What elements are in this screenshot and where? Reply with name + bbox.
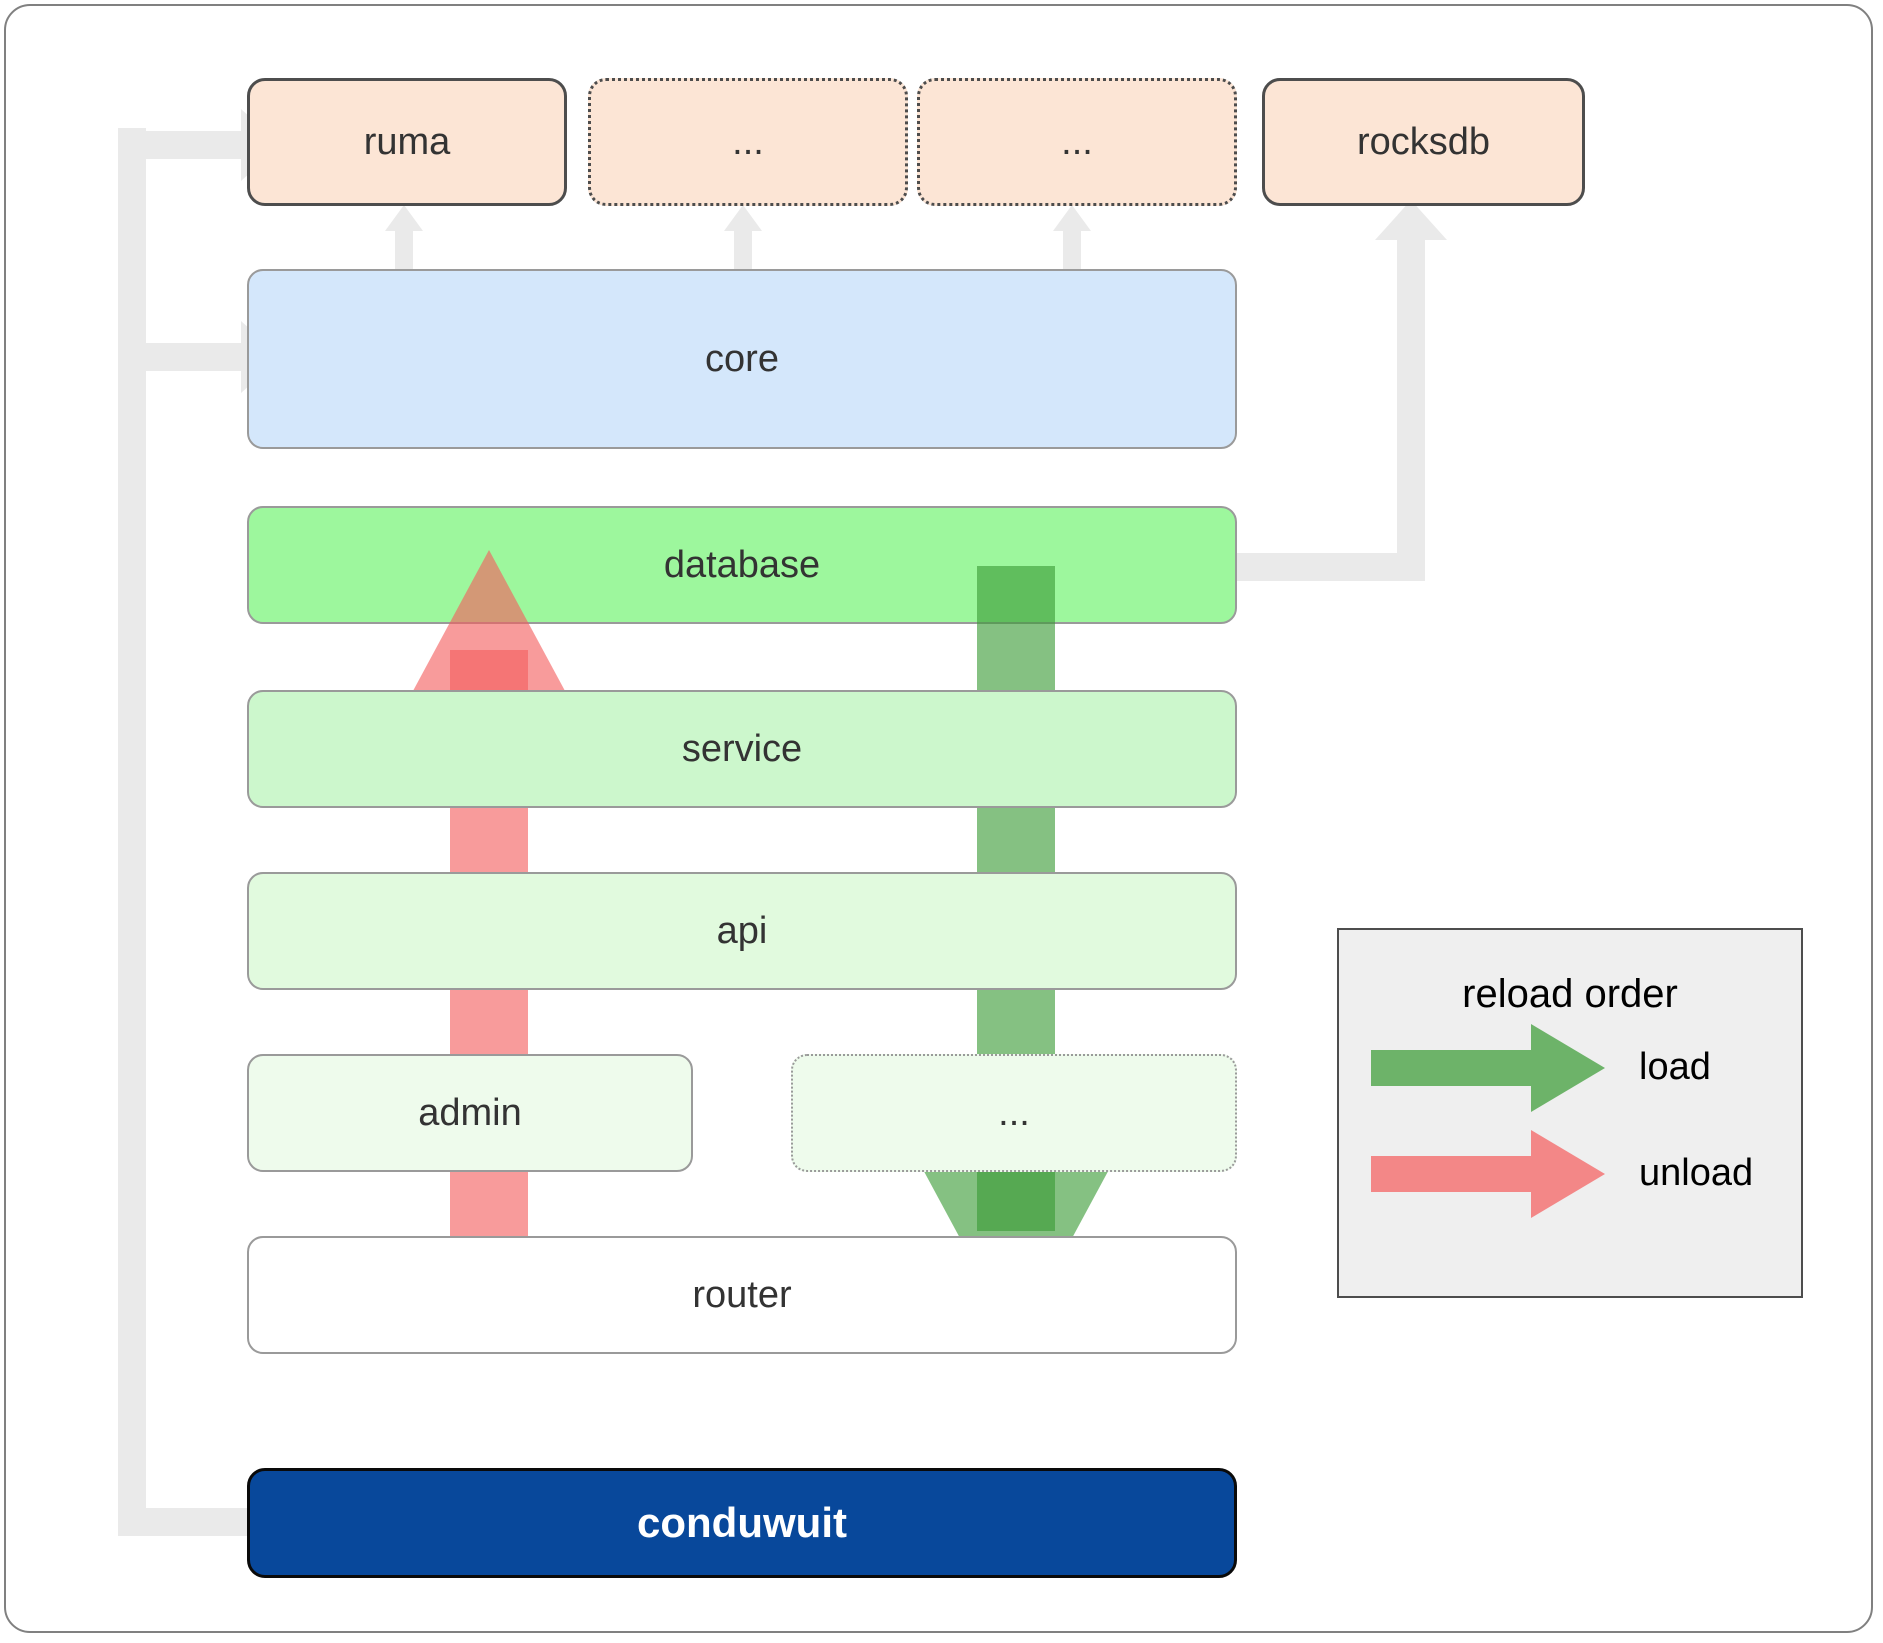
layer-box-admin[interactable]: admin	[247, 1054, 693, 1172]
legend-load-arrow-head	[1531, 1024, 1605, 1112]
layer-box-router[interactable]: router	[247, 1236, 1237, 1354]
layer-label-service: service	[681, 727, 803, 770]
dependency-box-dots-1[interactable]: ...	[588, 78, 908, 206]
dependency-label-dots-1: ...	[732, 120, 764, 163]
connector-branch-to-ruma-segment	[146, 131, 251, 159]
dependency-box-rocksdb[interactable]: rocksdb	[1262, 78, 1585, 206]
connector-branch-to-core-segment	[146, 343, 251, 371]
connector-core-to-ruma-arrowhead	[385, 205, 423, 231]
legend-title: reload order	[1462, 972, 1678, 1016]
connector-core-to-dots1-shaft	[734, 228, 752, 273]
dependency-label-dots-2: ...	[1061, 120, 1093, 163]
application-label-conduwuit: conduwuit	[637, 1499, 847, 1546]
legend-load-arrow-bar	[1371, 1050, 1531, 1086]
layer-label-api: api	[716, 909, 768, 952]
connector-arrowhead-to-rocksdb	[1375, 200, 1447, 240]
legend-unload-arrow-bar	[1371, 1156, 1531, 1192]
dependency-box-dots-2[interactable]: ...	[917, 78, 1237, 206]
diagram-frame	[4, 4, 1873, 1633]
layer-box-service[interactable]: service	[247, 690, 1237, 808]
legend-panel: reload order load unload	[1337, 928, 1803, 1298]
dependency-label-rocksdb: rocksdb	[1356, 120, 1491, 163]
dependency-box-ruma[interactable]: ruma	[247, 78, 567, 206]
legend-label-load: load	[1639, 1046, 1711, 1088]
connector-core-to-dots2-shaft	[1063, 228, 1081, 273]
layer-label-core: core	[705, 337, 779, 380]
connector-core-to-dots2-arrowhead	[1053, 205, 1091, 231]
connector-core-to-ruma-shaft	[395, 228, 413, 273]
layer-label-database: database	[663, 543, 821, 586]
application-box-conduwuit[interactable]: conduwuit	[247, 1468, 1237, 1578]
layer-box-admin-more[interactable]: ...	[791, 1054, 1237, 1172]
connector-core-to-dots1-arrowhead	[724, 205, 762, 231]
layer-label-admin-more: ...	[998, 1091, 1030, 1134]
dependency-label-ruma: ruma	[363, 120, 451, 163]
connector-database-to-rocksdb-vertical	[1397, 240, 1425, 581]
connector-app-to-deps-vertical-segment	[118, 128, 146, 1536]
legend-label-unload: unload	[1639, 1152, 1754, 1194]
layer-box-api[interactable]: api	[247, 872, 1237, 990]
connector-database-to-rocksdb-horizontal	[1237, 553, 1411, 581]
layer-label-admin: admin	[418, 1091, 522, 1134]
legend-unload-arrow-head	[1531, 1130, 1605, 1218]
layer-box-core[interactable]: core	[247, 269, 1237, 449]
layer-label-router: router	[692, 1273, 792, 1316]
